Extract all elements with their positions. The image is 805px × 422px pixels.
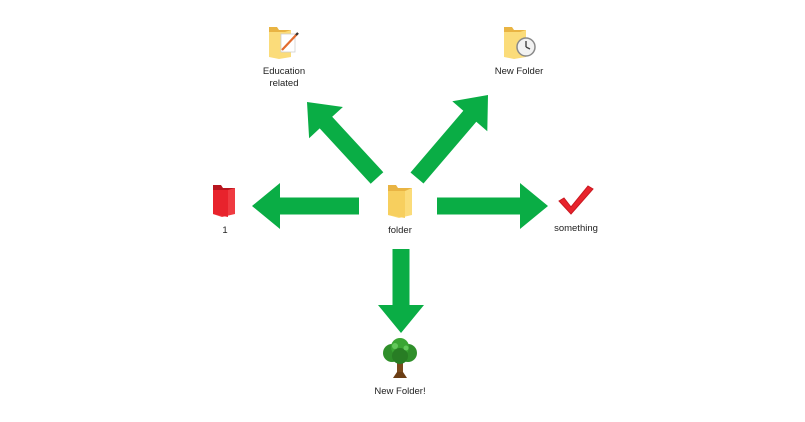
red-folder-icon xyxy=(213,185,235,217)
arrow-to-red-folder xyxy=(252,183,359,229)
new-folder[interactable]: New Folder xyxy=(471,24,567,78)
arrow-to-tree xyxy=(378,249,424,333)
red-folder[interactable]: 1 xyxy=(177,181,273,237)
tree-icon xyxy=(383,338,417,378)
something-item[interactable]: something xyxy=(528,183,624,235)
education-label: Education related xyxy=(262,66,306,89)
folder-icon xyxy=(388,185,412,218)
education-folder[interactable]: Education related xyxy=(236,24,332,90)
folder-clock-icon xyxy=(504,27,536,59)
arrow-to-education xyxy=(307,102,384,184)
red-checkmark-icon xyxy=(558,185,594,215)
folder-label: folder xyxy=(388,225,412,236)
tree-label: New Folder! xyxy=(374,386,426,397)
something-label: something xyxy=(554,223,598,234)
red-folder-label: 1 xyxy=(222,225,228,236)
folder-pencil-icon xyxy=(269,27,299,59)
arrow-to-something xyxy=(437,183,548,229)
tree-folder[interactable]: New Folder! xyxy=(352,338,448,398)
new-folder-label: New Folder xyxy=(494,66,544,77)
arrow-to-new-folder xyxy=(410,95,488,184)
center-folder[interactable]: folder xyxy=(352,181,448,237)
